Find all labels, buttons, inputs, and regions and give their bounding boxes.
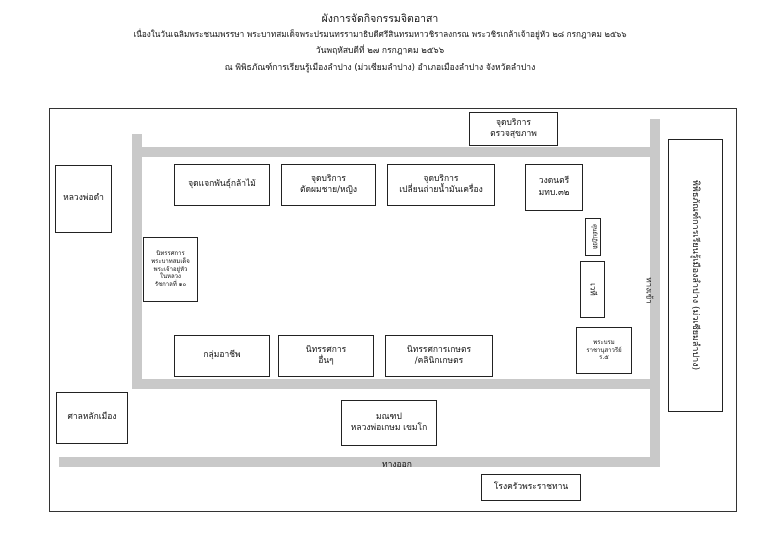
entrance-label: ทางเข้า <box>644 277 654 304</box>
military-band: วงดนตรี มทบ.๓๒ <box>525 164 583 211</box>
royal-kitchen: โรงครัวพระราชทาน <box>481 474 581 501</box>
haircut-service-point: จุดบริการ ตัดผมชาย/หญิง <box>281 164 376 206</box>
luang-pho-kasem-pavilion: มณฑป หลวงพ่อเกษม เขมโก <box>341 400 437 446</box>
road-exit <box>59 457 660 467</box>
exit-label: ทางออก <box>382 460 412 470</box>
stage-label: เวที <box>588 283 598 296</box>
small-service-booth-label: ศูนย์ปฏิบัติ <box>590 224 597 250</box>
road-middle <box>132 379 660 389</box>
small-service-booth: ศูนย์ปฏิบัติ <box>585 218 601 256</box>
other-exhibitions: นิทรรศการ อื่นๆ <box>278 335 374 377</box>
plan-date: วันพฤหัสบดีที่ ๒๗ กรกฎาคม ๒๕๖๖ <box>315 46 445 56</box>
road-top <box>132 147 660 157</box>
career-group: กลุ่มอาชีพ <box>174 335 270 377</box>
plan-title: ผังการจัดกิจกรรมจิตอาสา <box>321 13 439 25</box>
museum-building: พิพิธภัณฑ์การเรียนรู้เมืองลำปาง (ม่วเซีย… <box>668 139 723 412</box>
seedling-distribution-point: จุดแจกพันธุ์กล้าไม้ <box>174 164 270 206</box>
site-boundary <box>49 108 737 512</box>
luang-pho-dam-shrine: หลวงพ่อดำ <box>55 165 112 233</box>
road-left <box>132 134 142 387</box>
stage: เวที <box>580 261 605 318</box>
museum-label: พิพิธภัณฑ์การเรียนรู้เมืองลำปาง (ม่วเซีย… <box>690 180 701 371</box>
oil-change-service-point: จุดบริการ เปลี่ยนถ่ายน้ำมันเครื่อง <box>387 164 495 206</box>
health-check-point: จุดบริการ ตรวจสุขภาพ <box>469 112 558 146</box>
city-pillar-shrine: ศาลหลักเมือง <box>56 392 128 444</box>
king-exhibition: นิทรรศการ พระบาทสมเด็จ พระเจ้าอยู่หัว ใน… <box>143 237 198 302</box>
agriculture-exhibition: นิทรรศการเกษตร /คลินิกเกษตร <box>385 335 493 377</box>
plan-venue: ณ พิพิธภัณฑ์การเรียนรู้เมืองลำปาง (ม่วเซ… <box>224 63 536 73</box>
king-rama5-monument: พระบรม ราชานุสาวรีย์ ร.๕ <box>576 327 632 374</box>
plan-occasion: เนื่องในวันเฉลิมพระชนมพรรษา พระบาทสมเด็จ… <box>133 29 627 39</box>
road-right <box>650 119 660 466</box>
